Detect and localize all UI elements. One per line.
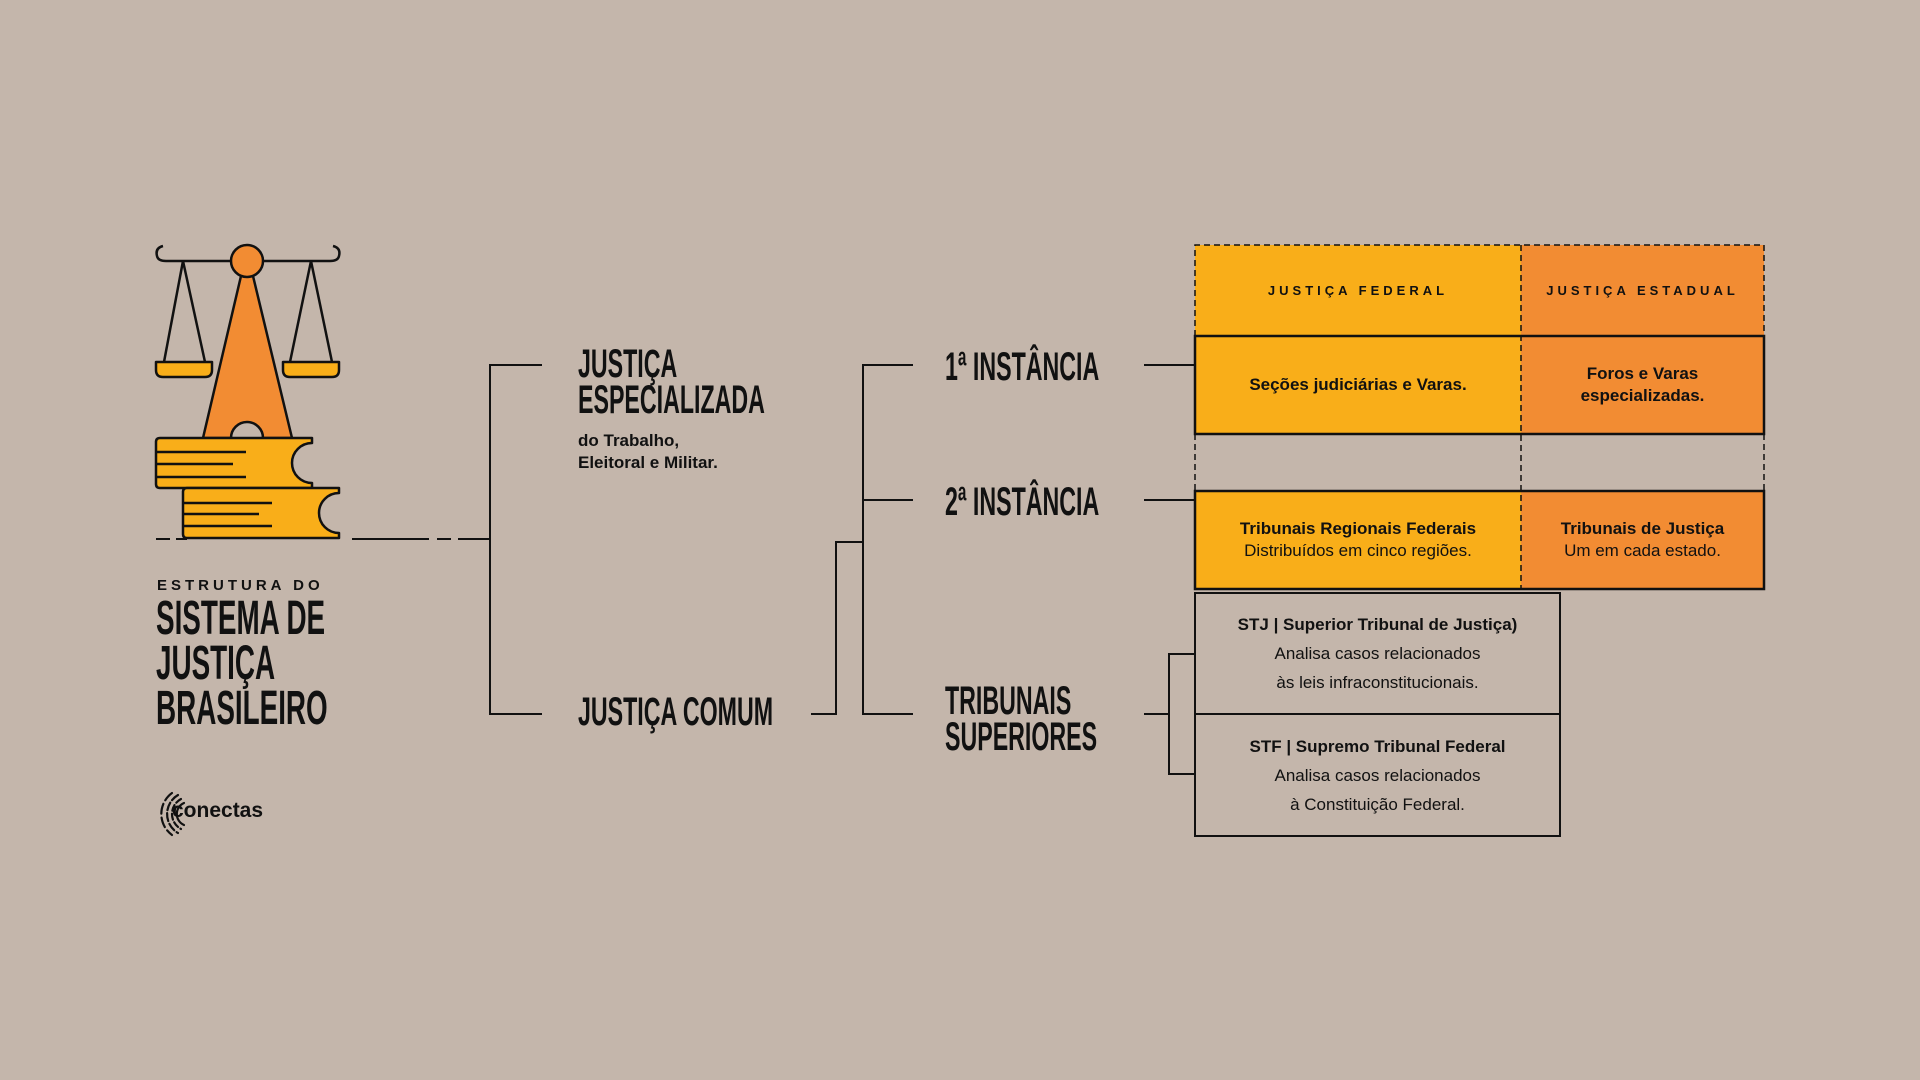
cell-estadual-first: Foros e Varas especializadas.	[1521, 336, 1764, 434]
subtitle-line: Eleitoral e Militar.	[578, 453, 718, 472]
cell-estadual-second: Tribunais de Justiça Um em cada estado.	[1521, 491, 1764, 589]
cell-title: Tribunais Regionais Federais	[1239, 519, 1477, 538]
title-line: SUPERIORES	[945, 715, 1098, 759]
level-first-instance: 1ª INSTÂNCIA	[945, 345, 1100, 389]
court-title: STJ | Superior Tribunal de Justiça)	[1237, 615, 1518, 634]
conectas-logo-icon	[160, 791, 186, 837]
title-line: SISTEMA DE	[156, 592, 326, 645]
title-line: BRASILEIRO	[156, 682, 328, 735]
cell-line: Foros e Varas	[1586, 364, 1699, 383]
page-title: SISTEMA DE JUSTIÇA BRASILEIRO	[156, 592, 328, 735]
court-title: STF | Supremo Tribunal Federal	[1249, 736, 1506, 756]
branch-comum-title: JUSTIÇA COMUM	[578, 690, 774, 734]
court-desc: às leis infraconstitucionais.	[1276, 673, 1479, 692]
conectas-logo-text: conectas	[172, 799, 264, 822]
court-stf: STF | Supremo Tribunal Federal Analisa c…	[1195, 714, 1560, 836]
cell-desc: Um em cada estado.	[1564, 541, 1721, 560]
level-second-instance: 2ª INSTÂNCIA	[945, 480, 1100, 524]
title-line: JUSTIÇA	[578, 342, 678, 386]
cell-federal-second: Tribunais Regionais Federais Distribuído…	[1195, 491, 1521, 589]
cell-title: Tribunais de Justiça	[1560, 519, 1725, 538]
branch-especializada-subtitle: do Trabalho, Eleitoral e Militar.	[578, 430, 718, 474]
header-justica-estadual: JUSTIÇA ESTADUAL	[1546, 282, 1739, 298]
connector-lines	[156, 364, 1195, 775]
court-desc: Analisa casos relacionados	[1274, 765, 1481, 785]
title-kicker: ESTRUTURA DO	[157, 577, 324, 594]
court-desc: à Constituição Federal.	[1290, 794, 1465, 814]
cell-desc: Distribuídos em cinco regiões.	[1244, 541, 1472, 560]
court-stj: STJ | Superior Tribunal de Justiça) Anal…	[1195, 593, 1560, 714]
title-line: ESPECIALIZADA	[578, 378, 765, 422]
header-justica-federal: JUSTIÇA FEDERAL	[1267, 282, 1449, 298]
scales-of-justice-icon	[154, 243, 341, 540]
courts-table	[1193, 244, 1766, 837]
cell-line: especializadas.	[1580, 386, 1705, 405]
court-desc: Analisa casos relacionados	[1274, 644, 1481, 663]
cell-federal-first: Seções judiciárias e Varas.	[1249, 375, 1467, 394]
branch-especializada-title: JUSTIÇA ESPECIALIZADA	[578, 342, 765, 422]
title-line: JUSTIÇA	[156, 637, 276, 690]
title-line: TRIBUNAIS	[945, 679, 1072, 723]
subtitle-line: do Trabalho,	[578, 431, 680, 450]
level-superior-courts: TRIBUNAIS SUPERIORES	[945, 679, 1098, 759]
